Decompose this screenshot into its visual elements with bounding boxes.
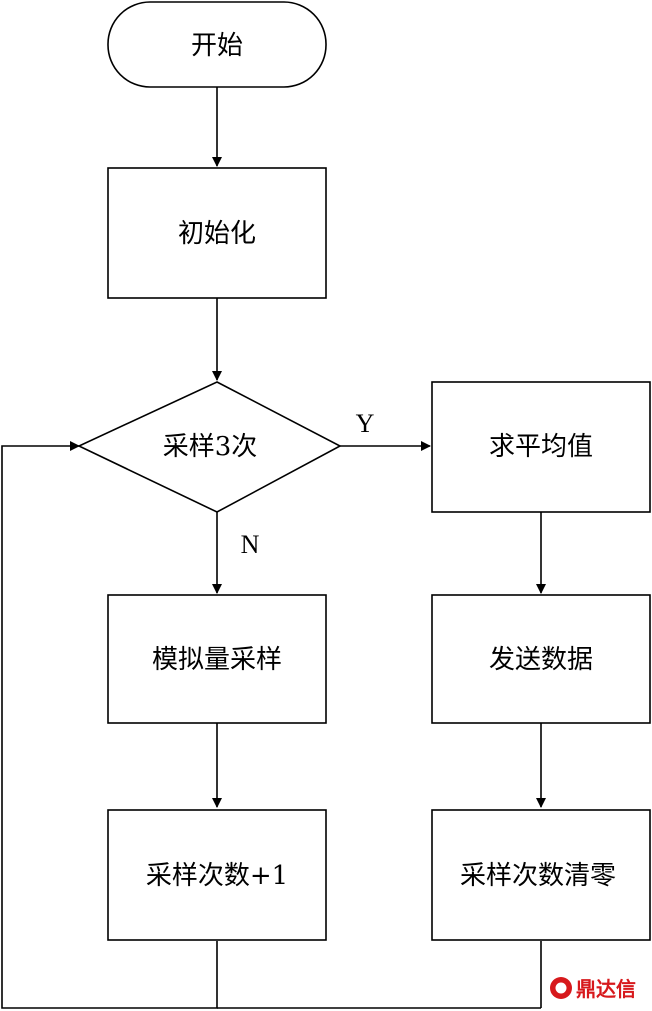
init-node-label: 初始化: [178, 219, 256, 249]
decision-node-label: 采样3次: [163, 432, 258, 462]
send-data-node-label: 发送数据: [489, 645, 593, 675]
average-node-label: 求平均值: [489, 432, 593, 462]
edge-label-no: N: [241, 530, 260, 559]
count-reset-node: [431, 809, 651, 941]
analog-sample-node-label: 模拟量采样: [152, 645, 282, 675]
decision-node: [77, 381, 342, 513]
start-node-label: 开始: [191, 31, 243, 61]
count-reset-node-label: 采样次数清零: [460, 861, 616, 891]
average-node: [431, 381, 651, 513]
count-increment-node-label: 采样次数+1: [146, 861, 288, 891]
count-increment-node: [107, 809, 327, 941]
start-node: [107, 1, 327, 88]
watermark: 鼎达信: [544, 974, 648, 1004]
edge-loop-back: [1, 441, 218, 1009]
watermark-text: 鼎达信: [576, 977, 636, 1001]
edge-label-yes: Y: [356, 409, 375, 438]
watermark-logo-inner-icon: [555, 982, 567, 994]
init-node: [107, 167, 327, 299]
analog-sample-node: [107, 594, 327, 724]
send-data-node: [431, 594, 651, 724]
